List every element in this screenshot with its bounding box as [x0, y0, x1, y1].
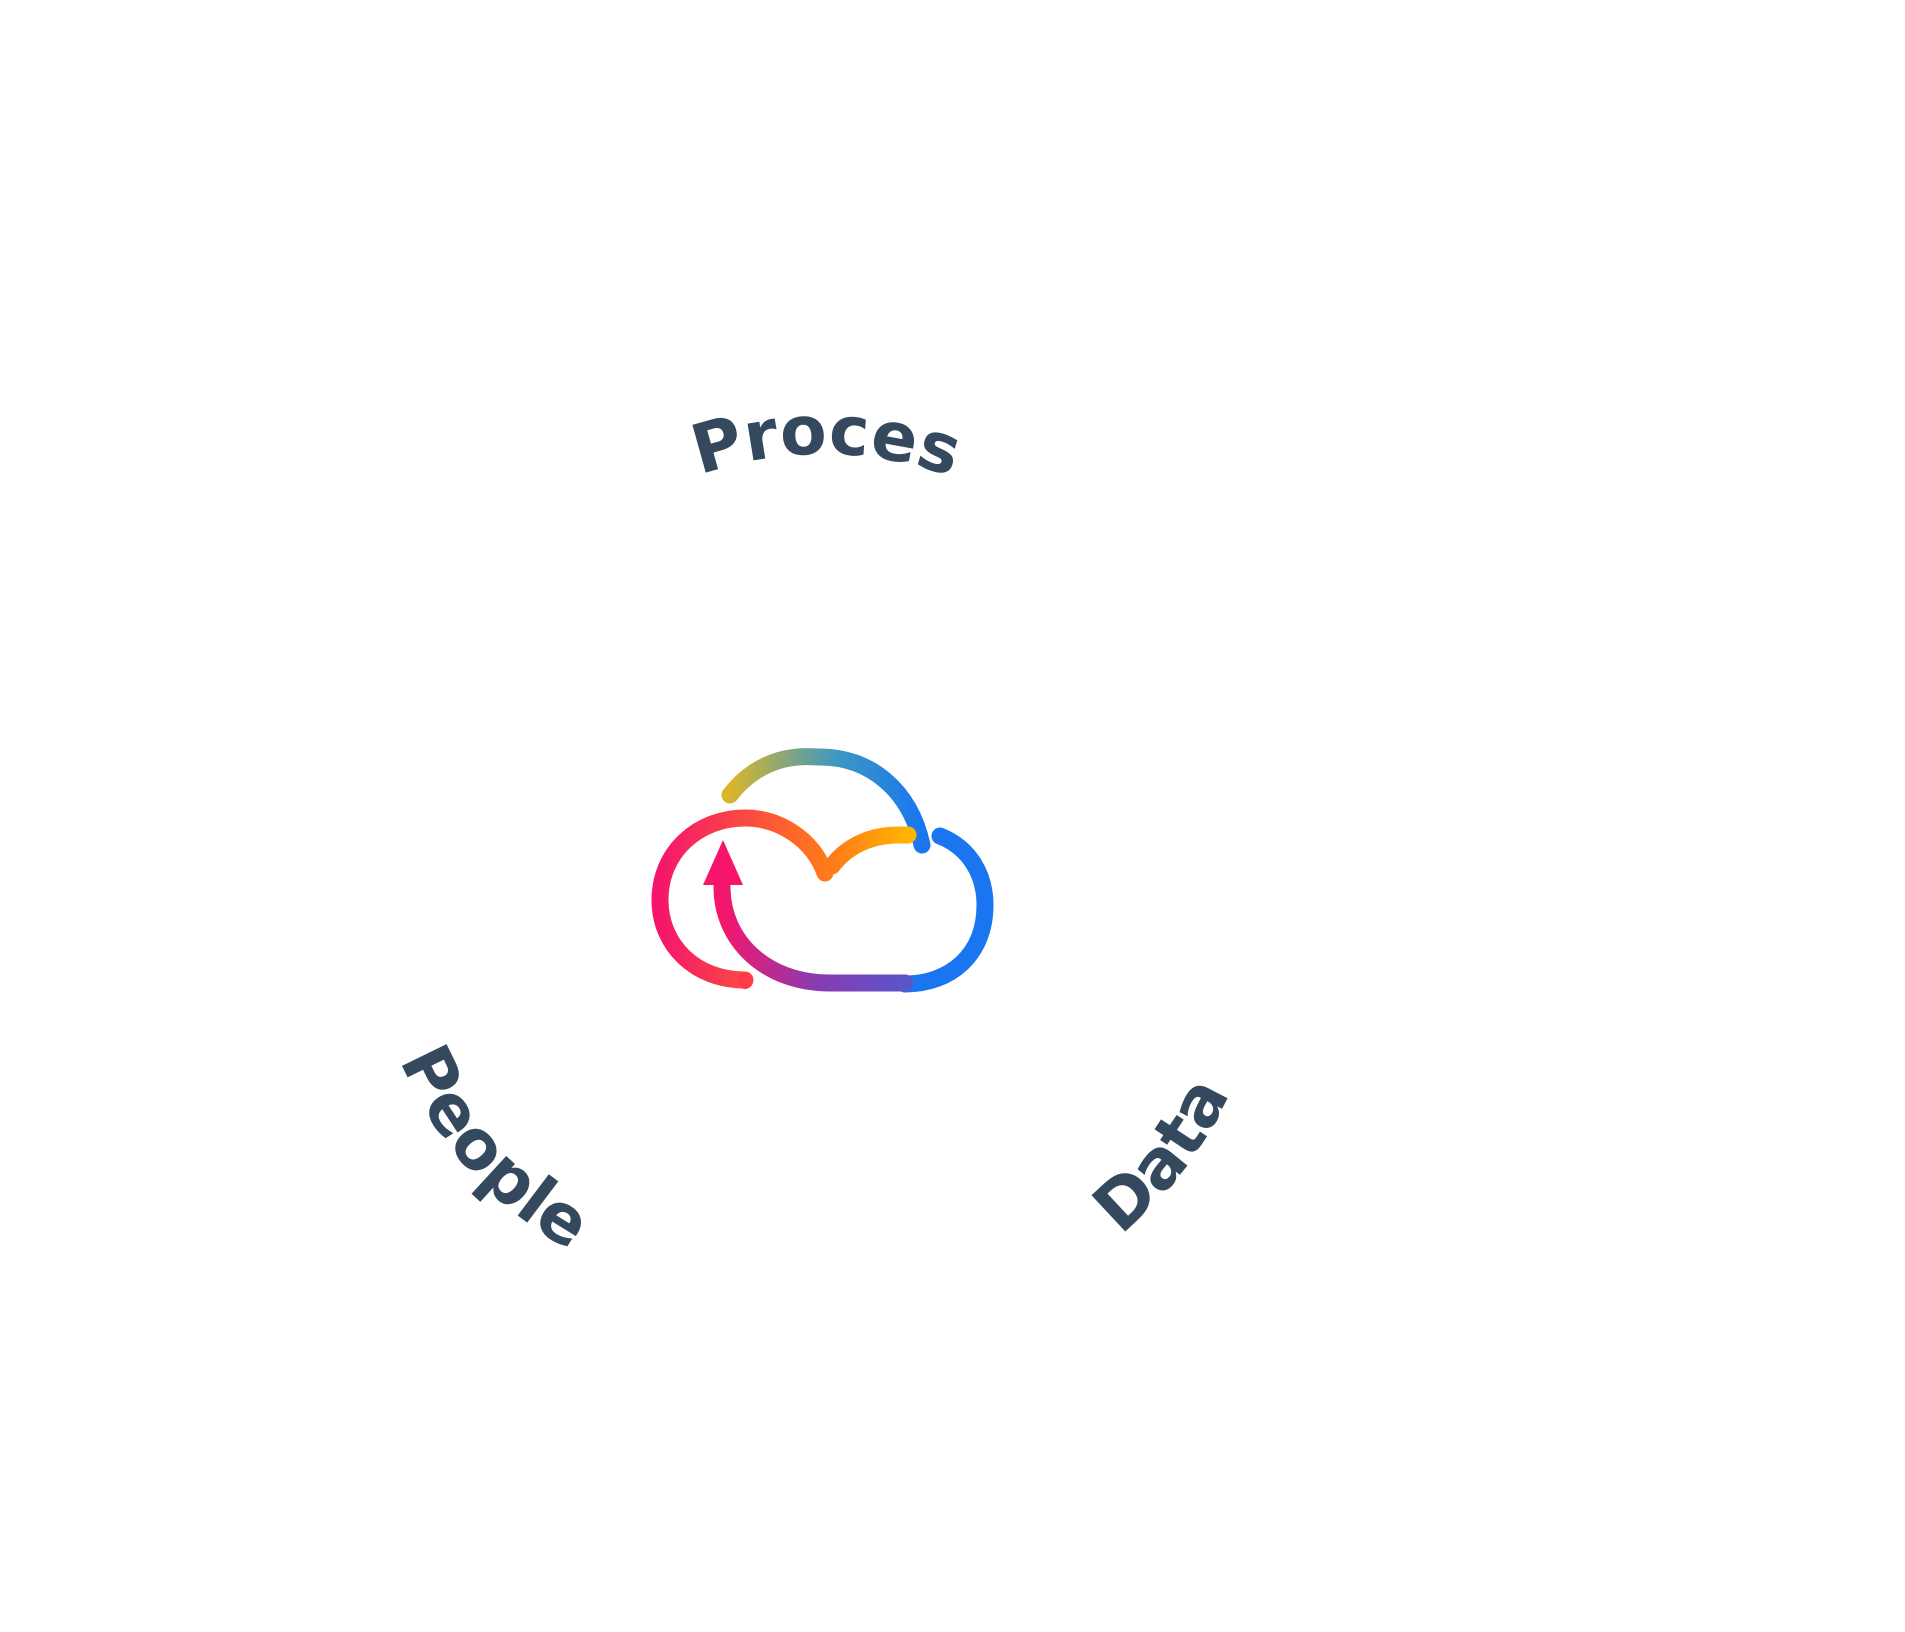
- cloud-back-arc: [721, 748, 931, 854]
- cloud-front-arc: [651, 809, 834, 989]
- cloud-upload-icon: [651, 748, 994, 993]
- label-people: People: [384, 1033, 603, 1265]
- cloud-right-arc: [896, 827, 994, 993]
- label-people-path: People: [384, 1033, 603, 1265]
- label-data-path: Data: [1078, 1065, 1245, 1248]
- cloud-middle-bump: [823, 826, 917, 875]
- label-process-path: Process: [0, 0, 971, 493]
- cloud-bottom-line: [713, 878, 914, 992]
- label-process: Process: [0, 0, 971, 493]
- cloud-end-dot: [737, 973, 753, 989]
- label-data: Data: [1078, 1065, 1245, 1248]
- upload-arrow-head: [703, 840, 743, 885]
